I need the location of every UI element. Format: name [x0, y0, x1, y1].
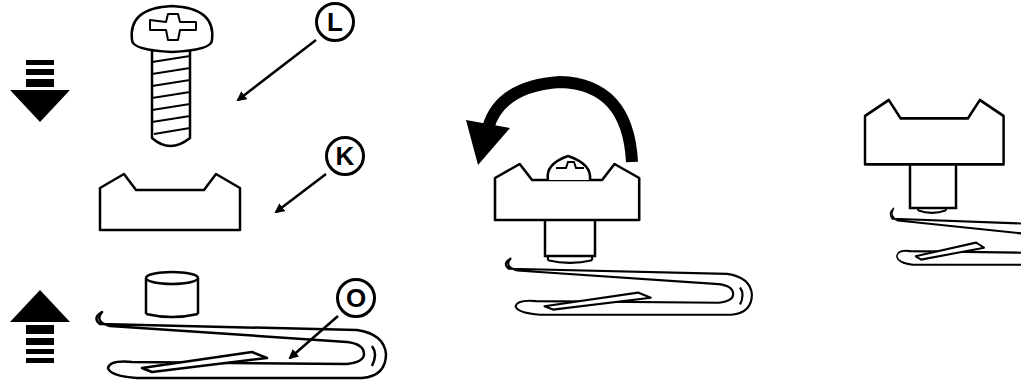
- callout-letter: L: [315, 2, 355, 42]
- clamp-block: [100, 174, 240, 230]
- up-arrow: [10, 290, 70, 363]
- spring-clip: [96, 272, 386, 378]
- down-arrow: [10, 60, 70, 122]
- callout-text: O: [346, 285, 366, 311]
- callout-text: L: [327, 9, 343, 35]
- callout-text: K: [336, 143, 355, 169]
- assembled-clip: [495, 156, 752, 315]
- callout-letter: O: [336, 278, 376, 318]
- assembled-clip-final: [865, 100, 1021, 265]
- screw: [132, 6, 213, 146]
- rotation-arrow: [466, 82, 632, 165]
- callout-letter: K: [325, 136, 365, 176]
- leader-line: [238, 40, 338, 358]
